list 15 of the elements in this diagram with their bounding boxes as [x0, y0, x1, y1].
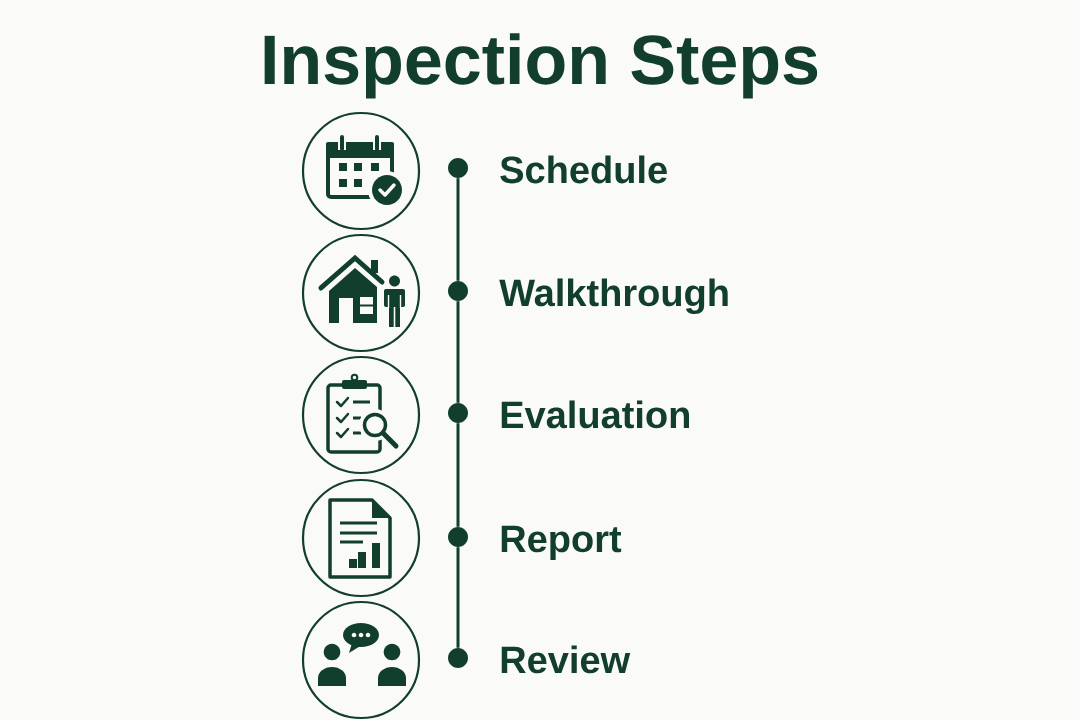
step-label: Review	[501, 645, 631, 674]
timeline-line	[456, 547, 460, 648]
timeline-dot	[448, 648, 468, 668]
timeline-dot	[448, 281, 468, 301]
timeline-line	[456, 423, 460, 527]
step-label: Report	[501, 525, 622, 560]
step-label: Schedule	[500, 155, 667, 184]
timeline-dot	[448, 403, 468, 423]
step-label: Evaluation	[501, 400, 689, 429]
timeline-line	[456, 301, 460, 403]
step-label: Walkthrough	[499, 278, 728, 315]
timeline-dot	[448, 158, 468, 178]
timeline-line	[456, 178, 460, 281]
timeline-dot	[448, 527, 468, 547]
title: Inspection Steps	[264, 33, 818, 99]
